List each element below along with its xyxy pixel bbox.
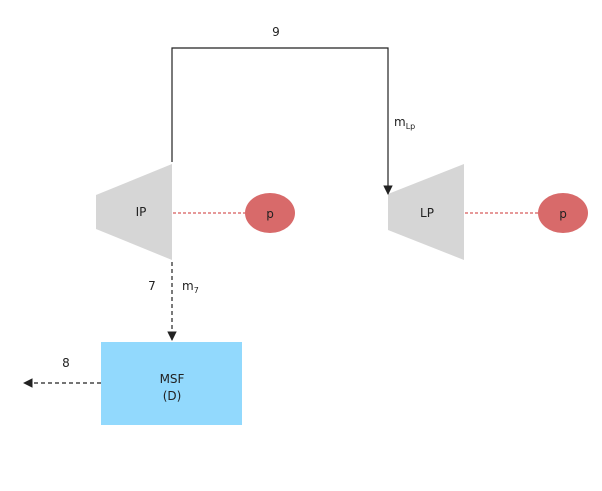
msf-label-line1: MSF <box>160 372 185 386</box>
stream-9-line <box>171 47 393 195</box>
m-7-base: m <box>182 279 194 293</box>
lp-turbine-label: LP <box>420 206 434 220</box>
ip-pump-label: p <box>266 207 274 221</box>
lp-pump-label: p <box>559 207 567 221</box>
ip-pump <box>245 193 295 233</box>
stream-7-label: 7 <box>148 279 156 293</box>
lp-turbine <box>388 164 464 260</box>
m-lp-label: mLp <box>394 115 415 131</box>
stream-8-label: 8 <box>62 356 70 370</box>
ip-turbine-label: IP <box>136 205 147 219</box>
stream-9-label: 9 <box>272 25 280 39</box>
lp-pump <box>538 193 588 233</box>
m-lp-base: m <box>394 115 406 129</box>
msf-label-line2: (D) <box>163 389 182 403</box>
m-7-sub: 7 <box>194 286 199 295</box>
ip-turbine <box>96 164 172 260</box>
msf-unit <box>101 342 242 425</box>
m-lp-sub: Lp <box>406 122 416 131</box>
m-7-label: m7 <box>182 279 199 295</box>
